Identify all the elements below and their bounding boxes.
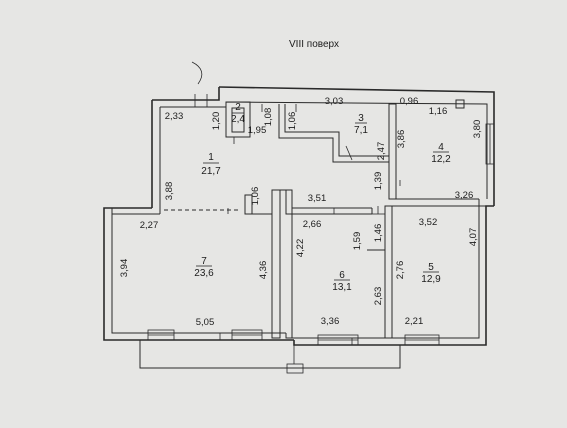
entrance-door-arc bbox=[191, 61, 203, 85]
dimension-label: 2,21 bbox=[405, 316, 424, 327]
dimension-label: 4,36 bbox=[258, 261, 269, 280]
dimension-label: 1,06 bbox=[250, 187, 261, 206]
room-area: 23,6 bbox=[194, 268, 214, 279]
dimension-label: 2,76 bbox=[395, 261, 406, 280]
room-number: 4 bbox=[438, 142, 444, 153]
room-number: 1 bbox=[208, 152, 214, 163]
dimension-label: 0,96 bbox=[400, 96, 419, 107]
dimension-label: 1,08 bbox=[263, 108, 274, 127]
dimension-labels: 2,33 1,20 1,95 1,08 1,06 3,03 0,96 1,16 … bbox=[119, 96, 483, 328]
room-area: 2,4 bbox=[231, 114, 245, 125]
room-1: 1 21,7 bbox=[201, 152, 221, 177]
dimension-label: 3,88 bbox=[164, 182, 175, 201]
dimension-label: 2,33 bbox=[165, 111, 184, 122]
room-area: 12,9 bbox=[421, 274, 441, 285]
room-5: 5 12,9 bbox=[421, 262, 441, 285]
dimension-label: 3,36 bbox=[321, 316, 340, 327]
dimension-label: 3,51 bbox=[308, 193, 327, 204]
interior-walls bbox=[111, 94, 486, 345]
dimension-label: 3,94 bbox=[119, 259, 130, 278]
dimension-label: 1,16 bbox=[429, 106, 448, 117]
dimension-label: 2,63 bbox=[373, 287, 384, 306]
room-area: 7,1 bbox=[354, 125, 368, 136]
room-4: 4 12,2 bbox=[431, 142, 451, 165]
room-6: 6 13,1 bbox=[332, 270, 352, 293]
room-number: 6 bbox=[339, 270, 345, 281]
room-3: 3 7,1 bbox=[354, 113, 368, 136]
dimension-label: 3,03 bbox=[325, 96, 344, 107]
room-number: 5 bbox=[428, 262, 434, 273]
room-number: 7 bbox=[201, 256, 207, 267]
dimension-label: 2,27 bbox=[140, 220, 159, 231]
dimension-label: 1,06 bbox=[287, 112, 298, 131]
room-number: 3 bbox=[358, 113, 364, 124]
room-7: 7 23,6 bbox=[194, 256, 214, 279]
dimension-label: 3,80 bbox=[472, 120, 483, 139]
room-area: 21,7 bbox=[201, 166, 221, 177]
dimension-label: 3,52 bbox=[419, 217, 438, 228]
windows bbox=[147, 123, 495, 346]
dimension-label: 3,26 bbox=[455, 190, 474, 201]
dimension-label: 1,95 bbox=[248, 125, 267, 136]
dimension-label: 5,05 bbox=[196, 317, 215, 328]
dimension-label: 1,59 bbox=[352, 232, 363, 251]
floor-title: VIII поверх bbox=[289, 39, 339, 50]
dimension-label: 3,86 bbox=[396, 130, 407, 149]
room-number: 2 bbox=[235, 102, 241, 113]
room-area: 13,1 bbox=[332, 282, 352, 293]
dimension-label: 2,66 bbox=[303, 219, 322, 230]
dimension-label: 2,47 bbox=[376, 142, 387, 161]
room-2: 2 2,4 bbox=[231, 102, 245, 125]
dimension-label: 1,46 bbox=[373, 224, 384, 243]
dimension-label: 4,07 bbox=[468, 228, 479, 247]
outer-walls bbox=[103, 86, 495, 346]
dimension-label: 4,22 bbox=[295, 239, 306, 258]
dimension-label: 1,39 bbox=[373, 172, 384, 191]
dimension-label: 1,20 bbox=[211, 112, 222, 131]
balcony bbox=[139, 340, 401, 374]
room-area: 12,2 bbox=[431, 154, 451, 165]
